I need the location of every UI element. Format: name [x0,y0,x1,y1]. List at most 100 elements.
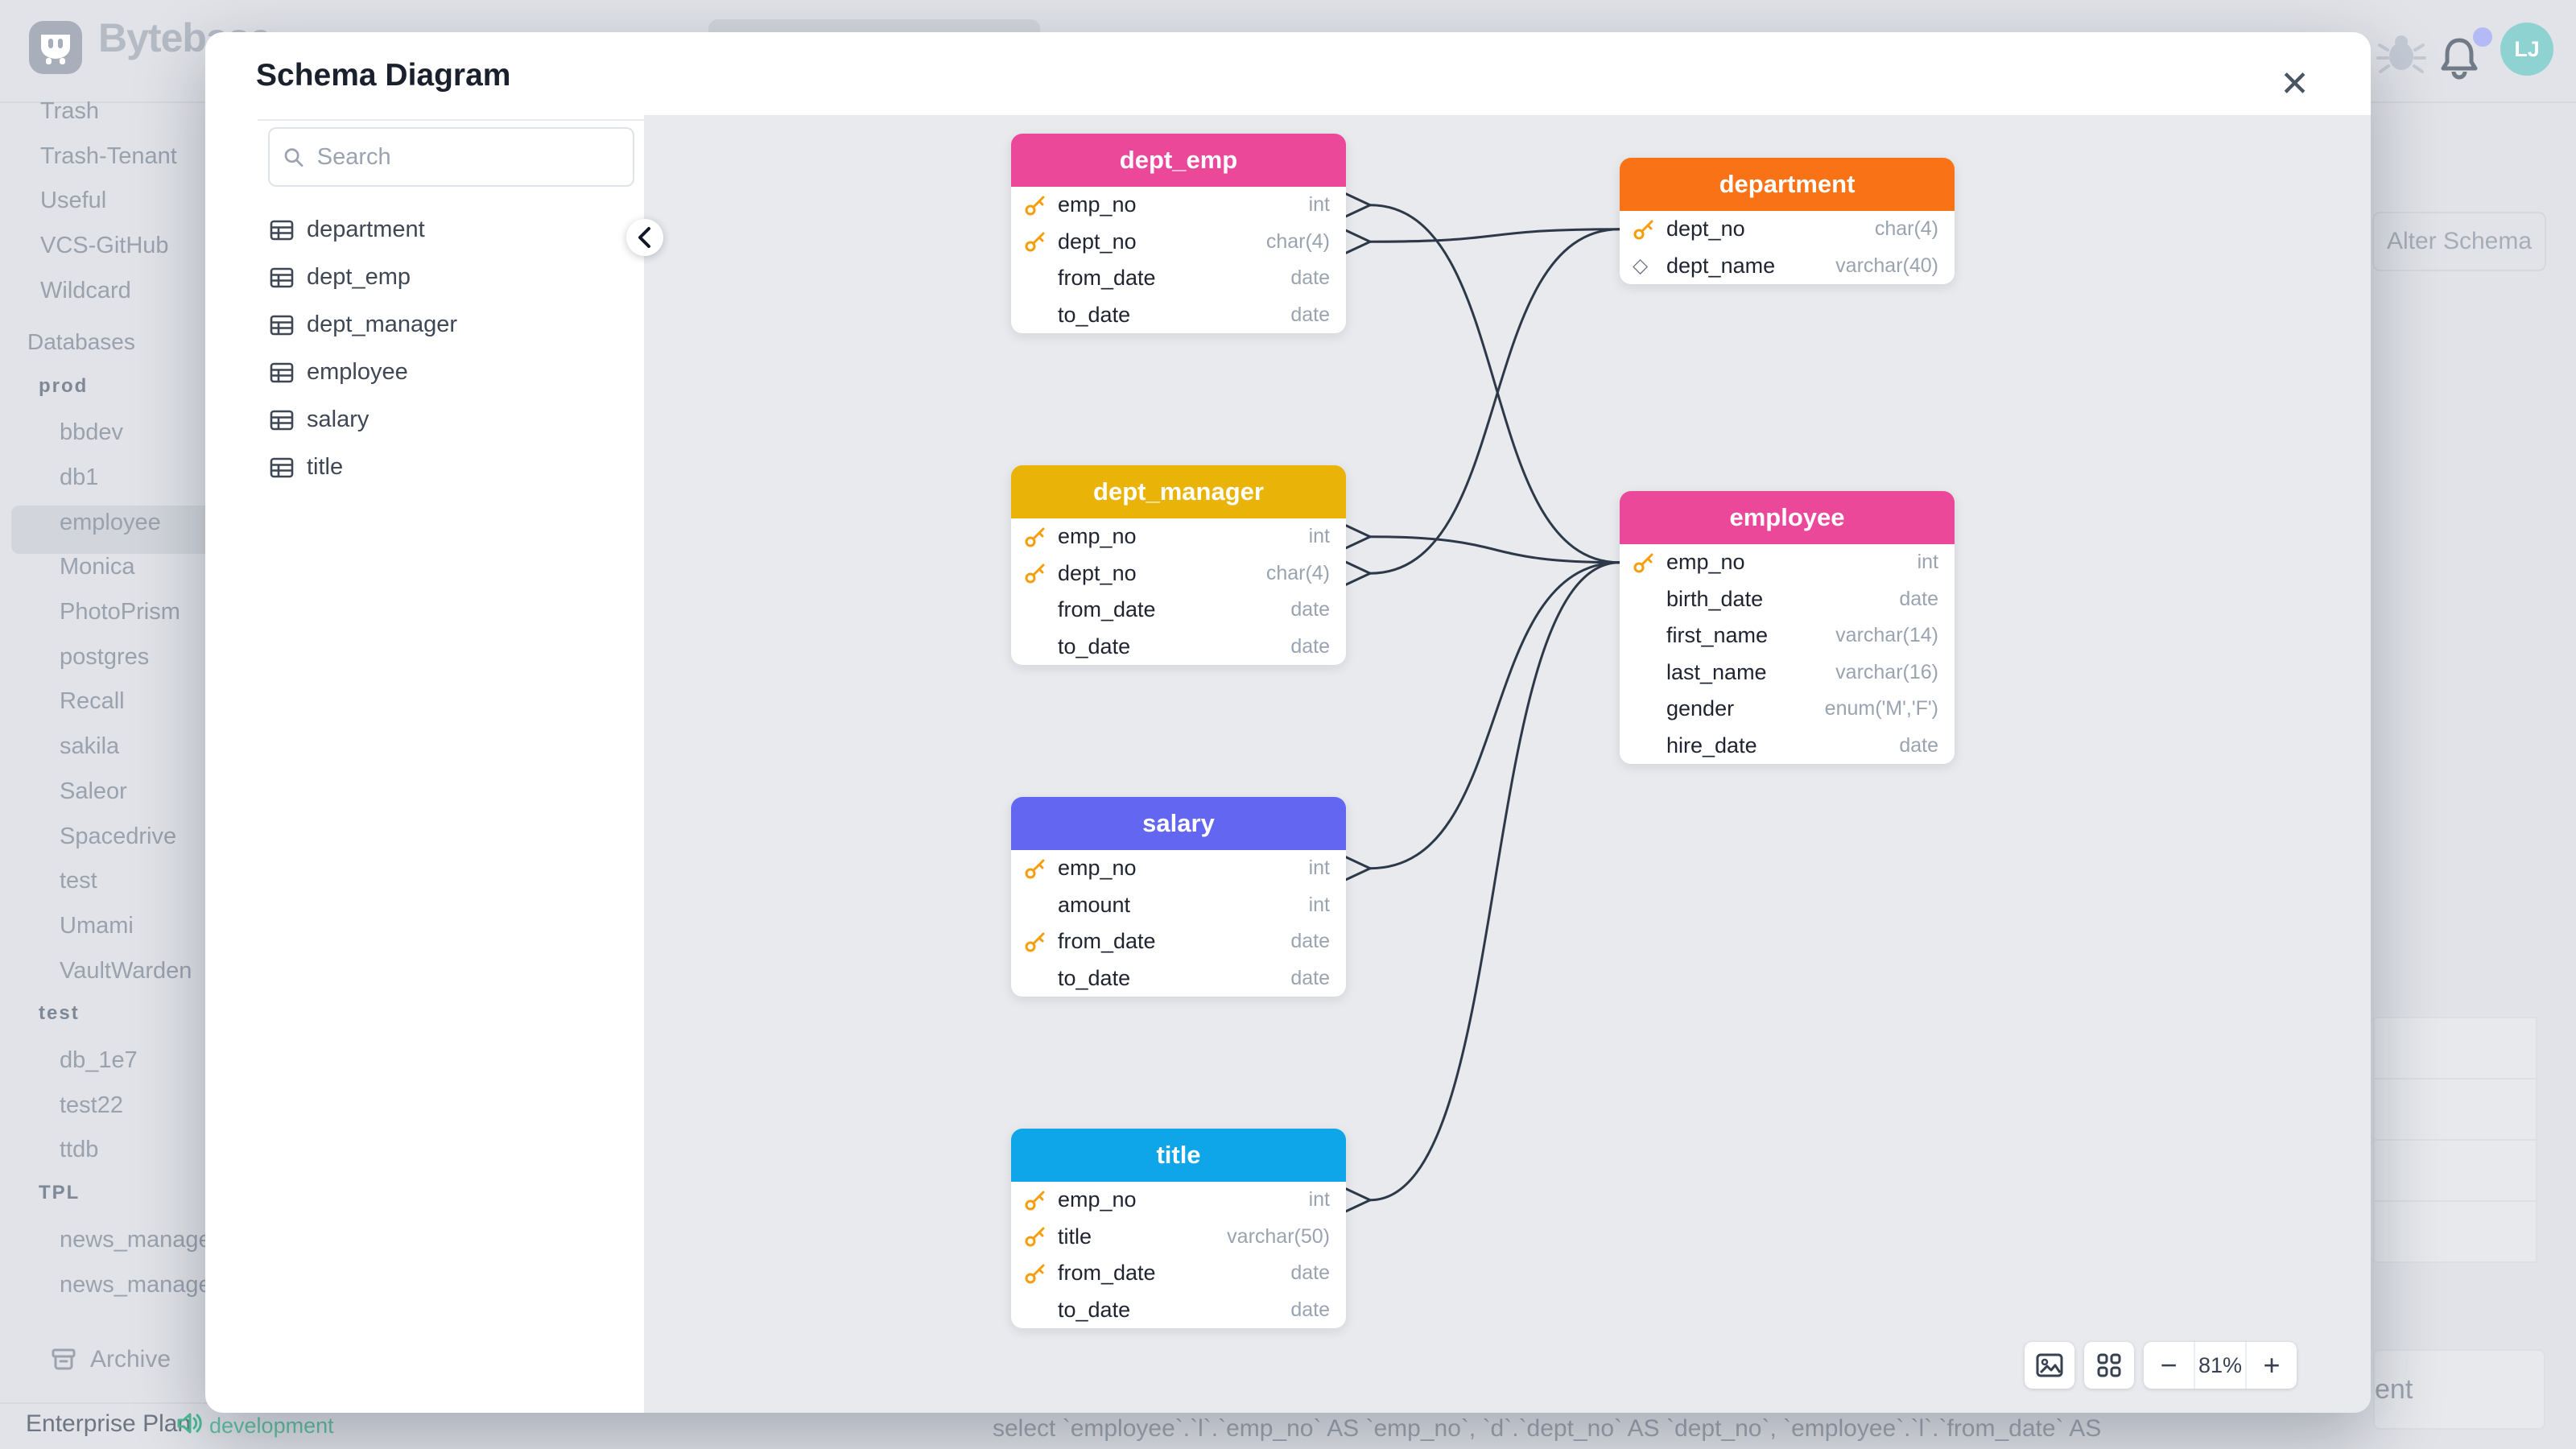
column-name: first_name [1666,623,1769,648]
sidebar-item-postgres[interactable]: postgres [60,643,150,670]
column-type: date [1290,303,1330,326]
bg-row [2373,1139,2537,1202]
column-name: to_date [1058,965,1131,990]
table-header-title[interactable]: title [1011,1129,1346,1182]
search-input[interactable] [315,142,620,171]
table-header-dept_emp[interactable]: dept_emp [1011,134,1346,187]
column-type: date [1290,598,1330,621]
table-header-employee[interactable]: employee [1620,491,1955,544]
sidebar-item-bbdev[interactable]: bbdev [60,419,124,446]
sidebar-item-vaultwarden[interactable]: VaultWarden [60,957,192,984]
sidebar-item-test[interactable]: test [39,1002,80,1025]
notification-bell-icon[interactable] [2436,34,2483,85]
table-list-item-dept_manager[interactable]: dept_manager [258,301,644,349]
sidebar-item-useful[interactable]: Useful [40,188,107,214]
export-image-button[interactable] [2025,1342,2074,1389]
table-header-department[interactable]: department [1620,158,1955,211]
table-icon [270,362,294,382]
column-name: to_date [1058,634,1131,658]
sidebar-item-umami[interactable]: Umami [60,912,134,939]
alter-schema-button[interactable]: Alter Schema [2372,212,2546,271]
column-name: birth_date [1666,586,1764,611]
column-name: emp_no [1058,856,1137,881]
plan-label: Enterprise Plan [26,1410,192,1437]
column-type: date [1290,930,1330,953]
table-header-dept_manager[interactable]: dept_manager [1011,465,1346,518]
sidebar-item-wildcard[interactable]: Wildcard [40,277,131,303]
sidebar-item-vcs-github[interactable]: VCS-GitHub [40,233,169,259]
auto-layout-button[interactable] [2084,1342,2134,1389]
primary-key-icon [1025,564,1045,584]
primary-key-icon [1025,196,1045,216]
image-icon [2036,1353,2063,1377]
sidebar-item-sakila[interactable]: sakila [60,733,120,760]
table-list-item-salary[interactable]: salary [258,396,644,444]
table-icon [270,457,294,477]
sidebar-item-prod[interactable]: prod [39,374,89,397]
index-diamond-icon: ◇ [1633,254,1649,278]
close-icon[interactable]: ✕ [2275,66,2314,103]
background-panel: ent [2373,1349,2545,1430]
collapse-panel-button[interactable] [626,219,663,256]
table-list-item-department[interactable]: department [258,206,644,254]
sidebar-item-ttdb[interactable]: ttdb [60,1137,99,1163]
announcement-icon [175,1411,203,1439]
table-header-salary[interactable]: salary [1011,797,1346,850]
search-box[interactable] [268,127,634,187]
column-name: to_date [1058,302,1131,327]
column-name: title [1058,1224,1092,1249]
column-name: emp_no [1058,192,1137,217]
zoom-out-button[interactable]: − [2144,1342,2194,1389]
sidebar-item-recall[interactable]: Recall [60,688,125,715]
sidebar-item-news-manage[interactable]: news_manage [60,1226,212,1253]
sidebar-item-databases: Databases [27,328,135,354]
column-name: dept_no [1666,217,1745,242]
sidebar-item-news-manage[interactable]: news_manage [60,1271,212,1298]
bytebase-logo-icon[interactable] [29,21,82,74]
avatar[interactable]: LJ [2500,23,2553,76]
sidebar-item-db-1e7[interactable]: db_1e7 [60,1047,138,1073]
sidebar-item-saleor[interactable]: Saleor [60,778,127,804]
sidebar-item-trash[interactable]: Trash [40,98,100,124]
bg-row [2373,1078,2537,1141]
table-list-item-dept_emp[interactable]: dept_emp [258,254,644,301]
sidebar-item-test22[interactable]: test22 [60,1092,123,1118]
relation-dept_manager-employee [1344,524,1621,564]
zoom-in-button[interactable]: + [2247,1342,2297,1389]
sidebar-item-test[interactable]: test [60,868,97,894]
primary-key-icon [1025,1264,1045,1284]
column-name: emp_no [1058,1187,1137,1212]
sidebar-item-tpl[interactable]: TPL [39,1182,80,1204]
column-name: dept_name [1666,253,1776,278]
sidebar-item-employee[interactable]: employee [60,509,161,535]
sidebar-item-db1[interactable]: db1 [60,464,99,490]
sidebar-item-spacedrive[interactable]: Spacedrive [60,823,177,849]
sidebar-item-trash-tenant[interactable]: Trash-Tenant [40,142,177,169]
table-list-item-employee[interactable]: employee [258,349,644,396]
sidebar-item-monica[interactable]: Monica [60,554,135,580]
schema-diagram-modal: Schema Diagram ✕ departmentdept_empdept_… [205,32,2371,1413]
column-type: date [1899,587,1938,610]
table-list-item-title[interactable]: title [258,444,644,491]
sidebar-item-photoprism[interactable]: PhotoPrism [60,599,180,625]
bug-report-icon[interactable] [2376,32,2426,80]
archive-label: Archive [90,1346,171,1373]
sidebar-item-archive[interactable]: Archive [50,1346,171,1373]
column-name: dept_no [1058,229,1137,254]
